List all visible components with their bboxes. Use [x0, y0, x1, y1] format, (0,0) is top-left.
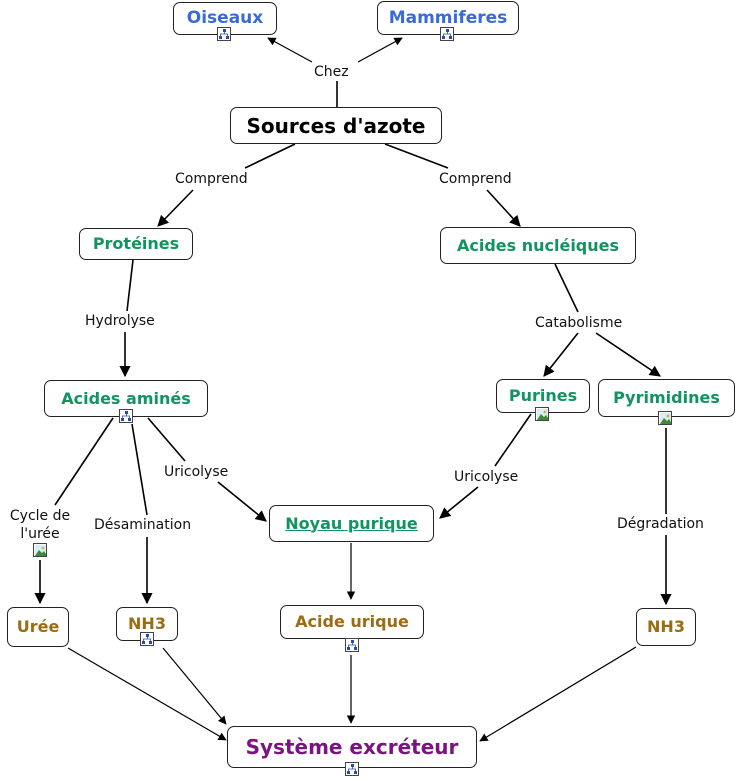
link-label-chez: Chez — [313, 63, 350, 81]
link-label-line: Cycle de — [9, 508, 71, 524]
link-label-catabolisme: Catabolisme — [534, 314, 624, 332]
node-nh3-right[interactable]: NH3 — [636, 608, 696, 646]
node-label: Protéines — [92, 234, 180, 253]
node-systeme-excreteur[interactable]: Système excréteur — [227, 726, 477, 768]
node-label: NH3 — [128, 614, 166, 633]
node-label: NH3 — [647, 617, 685, 636]
link-label-hydrolyse: Hydrolyse — [84, 312, 156, 330]
link-label-uricolyse-left: Uricolyse — [163, 463, 230, 481]
image-icon[interactable] — [33, 543, 47, 557]
node-label: Acide urique — [295, 612, 409, 631]
node-label: Urée — [16, 617, 60, 636]
concept-map-icon[interactable] — [217, 27, 231, 41]
node-label: Acides nucléiques — [456, 235, 620, 255]
concept-map-icon[interactable] — [440, 27, 454, 41]
concept-map-icon[interactable] — [345, 638, 359, 652]
node-label: Sources d'azote — [246, 113, 426, 138]
node-label: Acides aminés — [61, 388, 191, 408]
link-label-comprend-left: Comprend — [174, 170, 249, 188]
concept-map-icon[interactable] — [140, 632, 154, 646]
node-label-link[interactable]: Noyau purique — [285, 513, 418, 533]
image-icon[interactable] — [658, 411, 672, 425]
link-label-degradation: Dégradation — [616, 515, 705, 533]
node-pyrimidines[interactable]: Pyrimidines — [598, 379, 735, 417]
node-label: Système excréteur — [245, 735, 459, 759]
node-label: Pyrimidines — [613, 388, 720, 407]
node-noyau-purique[interactable]: Noyau purique — [269, 505, 434, 542]
node-sources-azote[interactable]: Sources d'azote — [230, 107, 442, 144]
node-label: Oiseaux — [186, 8, 264, 28]
image-icon[interactable] — [535, 407, 549, 421]
link-label-comprend-right: Comprend — [438, 170, 513, 188]
node-label: Purines — [508, 386, 578, 405]
node-label: Mammiferes — [388, 7, 508, 28]
node-acides-nucleiques[interactable]: Acides nucléiques — [440, 227, 636, 264]
node-proteines[interactable]: Protéines — [79, 228, 193, 260]
link-label-desamination: Désamination — [93, 516, 193, 534]
link-label-uricolyse-right: Uricolyse — [453, 468, 520, 486]
node-acide-urique[interactable]: Acide urique — [280, 605, 424, 639]
link-label-cycle-uree: Cycle de l'urée — [2, 507, 78, 543]
concept-map-icon[interactable] — [345, 762, 359, 776]
link-label-line: l'urée — [20, 526, 60, 542]
concept-map-icon[interactable] — [119, 409, 133, 423]
node-uree[interactable]: Urée — [7, 607, 69, 647]
